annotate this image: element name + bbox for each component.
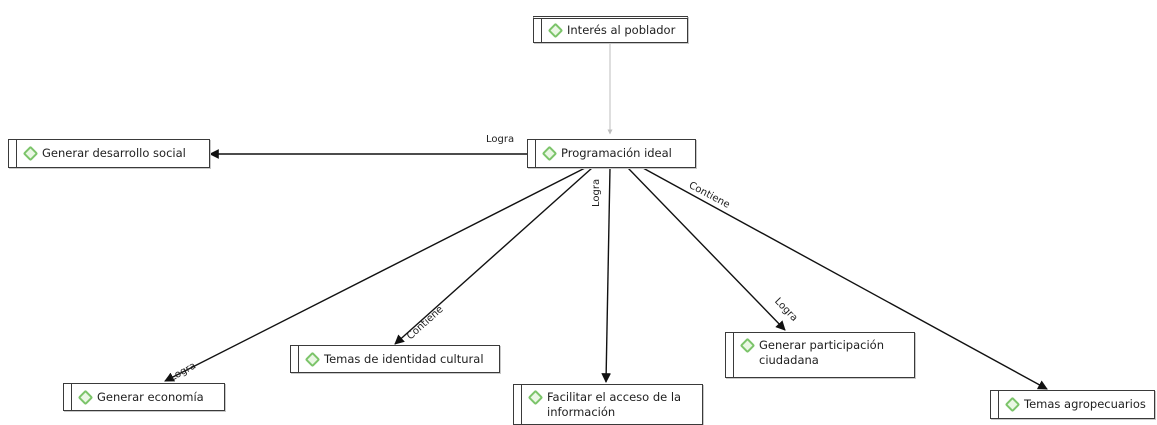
code-diamond-icon	[304, 351, 321, 367]
node-label: Generar participación ciudadana	[759, 338, 884, 367]
node-label: Generar economía	[97, 389, 204, 404]
code-diamond-icon	[1004, 396, 1021, 413]
node-facilitar-acceso-informacion[interactable]: Facilitar el acceso de la información	[513, 384, 703, 425]
edge-programacion-identidad[interactable]	[394, 167, 593, 345]
node-temas-agropecuarios[interactable]: Temas agropecuarios	[990, 390, 1155, 419]
code-diamond-icon	[547, 22, 564, 39]
node-programacion-ideal[interactable]: Programación ideal	[527, 139, 696, 168]
node-generar-participacion-ciudadana[interactable]: Generar participación ciudadana	[725, 332, 915, 378]
edge-programacion-facilitar[interactable]	[601, 167, 612, 383]
node-generar-economia[interactable]: Generar economía	[63, 383, 225, 411]
node-label: Temas de identidad cultural	[324, 351, 484, 366]
code-diamond-icon	[77, 389, 94, 405]
node-label: Temas agropecuarios	[1024, 397, 1146, 411]
code-diamond-icon	[527, 389, 544, 406]
code-diamond-icon	[541, 145, 558, 162]
node-label: Facilitar el acceso de la información	[547, 390, 682, 419]
relation-label-logra-desarrollo: Logra	[486, 134, 515, 145]
relation-label-logra-facilitar: Logra	[591, 178, 602, 207]
node-label: Programación ideal	[561, 146, 672, 160]
node-interes-al-poblador[interactable]: Interés al poblador	[533, 16, 688, 43]
code-diamond-icon	[739, 337, 756, 354]
edge-programacion-participacion[interactable]	[627, 167, 786, 331]
node-label: Interés al poblador	[567, 23, 676, 37]
code-diamond-icon	[22, 145, 39, 162]
node-label: Generar desarrollo social	[42, 146, 186, 160]
edge-programacion-economia[interactable]	[164, 167, 586, 382]
node-temas-identidad-cultural[interactable]: Temas de identidad cultural	[290, 345, 500, 373]
node-generar-desarrollo-social[interactable]: Generar desarrollo social	[8, 139, 210, 168]
edge-programacion-agropecuarios[interactable]	[642, 167, 1048, 390]
